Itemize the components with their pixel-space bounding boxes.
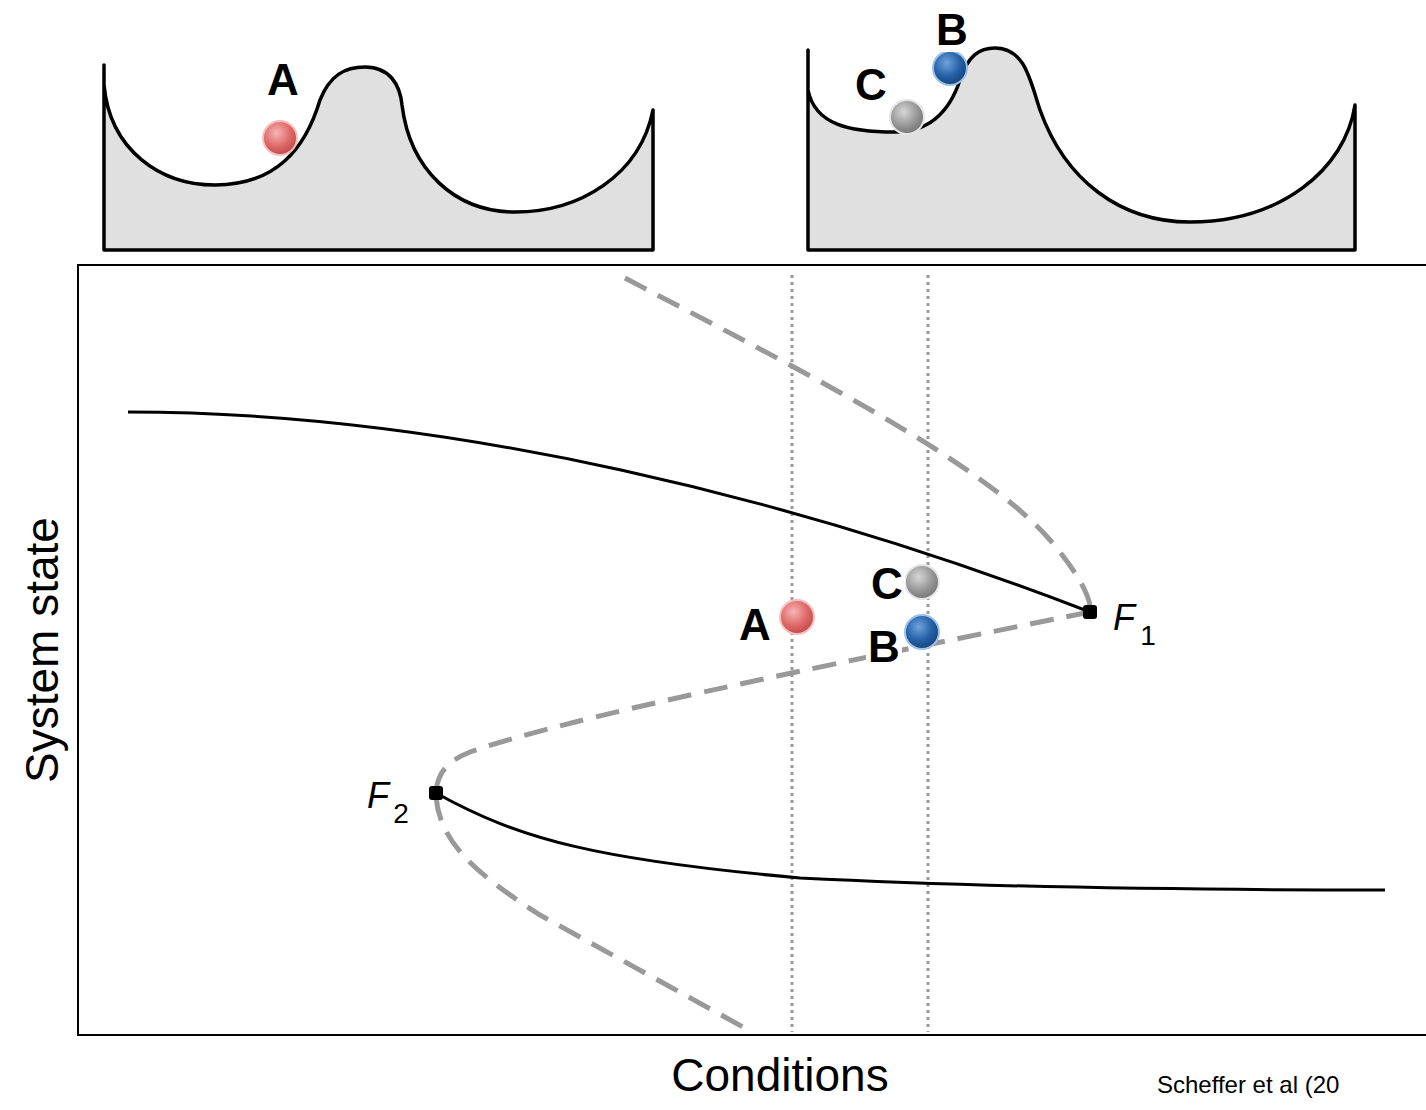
- fold-point: [1083, 605, 1097, 619]
- ball-label: C: [869, 562, 905, 606]
- fold-subscript: 2: [391, 800, 411, 828]
- stability-landscape: [808, 48, 1355, 250]
- ball-label: A: [265, 58, 301, 102]
- fold-point: [429, 786, 443, 800]
- unstable-branch: [436, 797, 752, 1032]
- citation: Scheffer et al (20: [1155, 1073, 1341, 1097]
- fold-point-label: F: [365, 778, 391, 814]
- fold-subscript: 1: [1138, 622, 1158, 650]
- fold-point-label: F: [1111, 600, 1137, 636]
- plot-frame: [78, 265, 1426, 1035]
- axis-label: Conditions: [669, 1052, 890, 1098]
- ball: [890, 100, 924, 134]
- ball-label: B: [866, 625, 902, 669]
- ball-label: A: [737, 603, 773, 647]
- ball: [905, 565, 939, 599]
- condition-line: [927, 275, 930, 1032]
- ball-label: B: [934, 8, 970, 52]
- unstable-branch: [625, 278, 1090, 612]
- ball-label: C: [853, 63, 889, 107]
- stable-branch: [128, 412, 1090, 612]
- condition-line: [791, 275, 794, 1032]
- ball: [933, 51, 967, 85]
- ball: [905, 615, 939, 649]
- stable-branch: [436, 793, 1385, 890]
- ball: [263, 121, 297, 155]
- stability-landscape: [104, 65, 653, 250]
- ball: [780, 600, 814, 634]
- axis-label: System state: [19, 515, 65, 785]
